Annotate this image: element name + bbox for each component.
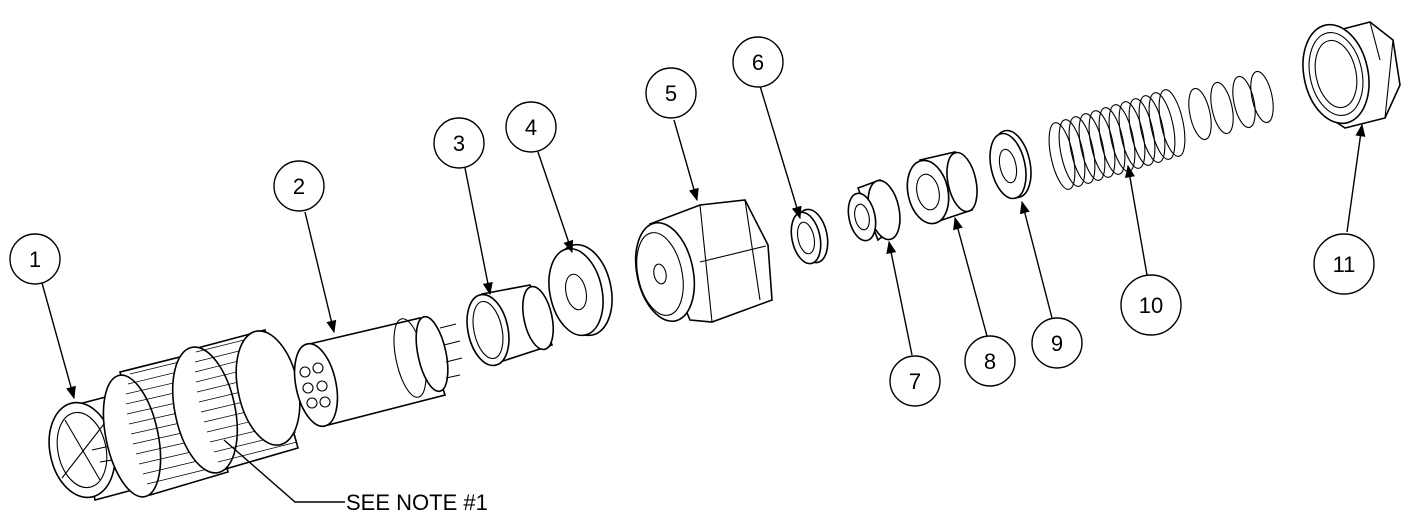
leader-6 bbox=[759, 85, 802, 220]
callout-label: 10 bbox=[1139, 293, 1163, 318]
leader-8 bbox=[953, 216, 988, 337]
part-5-gland-nut bbox=[634, 199, 773, 323]
leader-11 bbox=[1346, 123, 1366, 233]
callout-5: 5 bbox=[645, 67, 697, 119]
leader-5 bbox=[673, 119, 699, 202]
leader-2 bbox=[304, 211, 337, 334]
callout-7: 7 bbox=[889, 355, 941, 407]
callout-6: 6 bbox=[732, 36, 784, 88]
callout-label: 7 bbox=[909, 369, 921, 394]
callout-4: 4 bbox=[505, 101, 557, 153]
part-3-sleeve bbox=[466, 284, 555, 367]
part-11-hex-nut bbox=[1302, 21, 1401, 129]
part-4-washer bbox=[548, 243, 613, 337]
leader-9 bbox=[1019, 200, 1053, 319]
part-10-spring bbox=[1048, 70, 1274, 190]
callout-label: 4 bbox=[525, 115, 537, 140]
leader-10 bbox=[1124, 164, 1148, 276]
part-2-contact-insert bbox=[293, 315, 463, 428]
callout-label: 5 bbox=[665, 81, 677, 106]
leader-arrows bbox=[41, 85, 1366, 400]
callout-11: 11 bbox=[1313, 233, 1375, 295]
callout-label: 6 bbox=[752, 50, 764, 75]
part-7-cone-seal bbox=[847, 178, 901, 242]
callout-9: 9 bbox=[1031, 317, 1083, 369]
callout-label: 2 bbox=[293, 174, 305, 199]
part-9-flat-washer bbox=[989, 129, 1032, 200]
callout-3: 3 bbox=[433, 117, 485, 169]
part-6-ring bbox=[790, 208, 829, 265]
callout-label: 11 bbox=[1333, 252, 1356, 277]
callout-label: 3 bbox=[453, 131, 465, 156]
see-note-label: SEE NOTE #1 bbox=[346, 490, 488, 515]
leader-3 bbox=[464, 167, 493, 296]
callout-10: 10 bbox=[1120, 274, 1182, 336]
part-1-connector-body bbox=[48, 329, 345, 503]
callout-label: 9 bbox=[1051, 331, 1063, 356]
leader-7 bbox=[886, 240, 913, 356]
callout-balloons: 1 2 3 4 5 6 7 8 bbox=[9, 36, 1375, 407]
leader-1 bbox=[41, 282, 76, 400]
leader-4 bbox=[537, 151, 574, 254]
callout-8: 8 bbox=[964, 335, 1016, 387]
callout-label: 8 bbox=[984, 349, 996, 374]
part-8-bushing bbox=[906, 151, 978, 225]
callout-1: 1 bbox=[9, 233, 61, 285]
callout-2: 2 bbox=[273, 160, 325, 212]
callout-label: 1 bbox=[29, 247, 41, 272]
